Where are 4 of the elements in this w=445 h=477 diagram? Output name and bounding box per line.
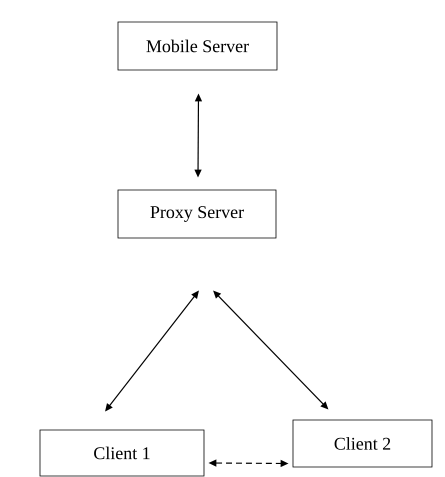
server-box: Proxy Server <box>118 190 276 238</box>
server-box: Client 2 <box>292 420 432 468</box>
server-box: Client 1 <box>40 430 204 476</box>
server-box: Mobile Server <box>118 22 278 70</box>
